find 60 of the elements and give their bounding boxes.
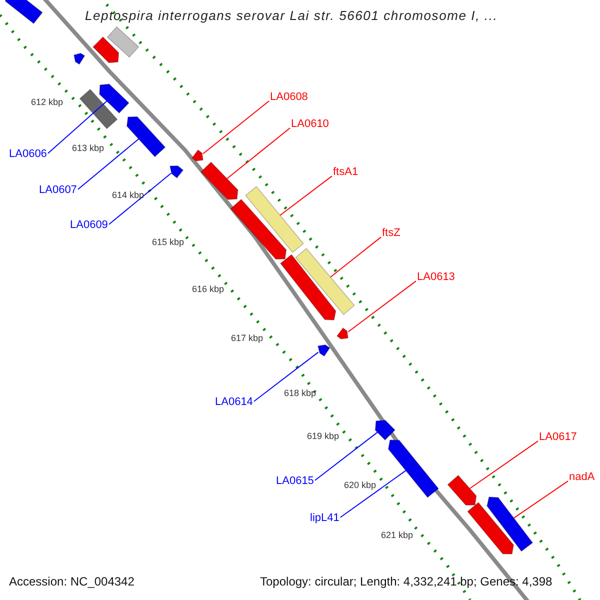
gene-label: nadA	[569, 470, 595, 484]
gene-label: LA0614	[215, 396, 253, 408]
gene-bar	[191, 149, 204, 162]
leader-line	[340, 470, 406, 518]
gene-bar	[79, 88, 118, 130]
gene-label: LA0609	[70, 218, 108, 232]
gene-bar	[447, 474, 477, 506]
leader-line	[314, 432, 378, 481]
leader-line	[348, 280, 416, 332]
gene-label: LA0607	[39, 184, 77, 196]
gene-bar	[280, 254, 336, 320]
gene-bar	[486, 496, 534, 552]
tick-label: 618 kbp	[284, 389, 316, 399]
tick-label: 612 kbp	[31, 98, 64, 108]
leader-line	[202, 100, 270, 154]
gene-label: lipL41	[310, 512, 340, 524]
tick-label: 620 kbp	[344, 481, 376, 491]
leader-line	[469, 440, 538, 489]
gene-bar	[230, 198, 287, 260]
gene-bar	[74, 52, 86, 65]
tick-label: 613 kbp	[72, 144, 104, 154]
gene-label: LA0615	[276, 474, 314, 488]
gene-label: ftsA1	[333, 166, 358, 178]
gene-bar	[295, 248, 355, 316]
gene-bar	[318, 344, 330, 357]
gene-bar	[245, 186, 304, 254]
gene-bar	[4, 0, 43, 24]
title: Leptospira interrogans serovar Lai str. 56601 chromosome I, ...	[85, 9, 498, 24]
leader-line	[253, 352, 319, 402]
gene-bar	[467, 502, 514, 554]
leader-line	[108, 172, 172, 225]
footer-text: Topology: circular; Length: 4,332,241 bp; Genes: 4,398	[260, 575, 552, 589]
leader-line	[226, 128, 290, 180]
gene-bar	[170, 165, 184, 178]
gene-bar	[336, 327, 348, 340]
tick-label: 615 kbp	[152, 238, 184, 248]
gene-label: LA0617	[539, 430, 577, 444]
gene-bar	[92, 36, 120, 64]
gene-bar	[200, 162, 238, 200]
gene-bar	[126, 116, 166, 158]
footer-text: Accession: NC_004342	[9, 575, 134, 589]
gene-label: ftsZ	[382, 226, 400, 240]
leader-line	[47, 100, 108, 154]
leader-line	[77, 138, 140, 190]
tick-label: 619 kbp	[307, 432, 340, 442]
leader-line	[330, 236, 382, 278]
tick-label: 614 kbp	[112, 191, 144, 201]
gene-label: LA0606	[9, 148, 47, 160]
leader-line	[513, 480, 568, 519]
leader-line	[280, 176, 332, 216]
gene-bar	[388, 440, 439, 498]
tick-label: 621 kbp	[381, 531, 414, 541]
gene-label: LA0613	[417, 270, 455, 284]
gene-bar	[99, 84, 130, 114]
gene-label: LA0610	[291, 118, 329, 130]
gene-bar	[374, 420, 396, 441]
tick-label: 617 kbp	[231, 334, 264, 344]
gene-bar	[106, 26, 140, 58]
gene-label: LA0608	[270, 90, 308, 104]
tick-label: 616 kbp	[192, 285, 224, 295]
